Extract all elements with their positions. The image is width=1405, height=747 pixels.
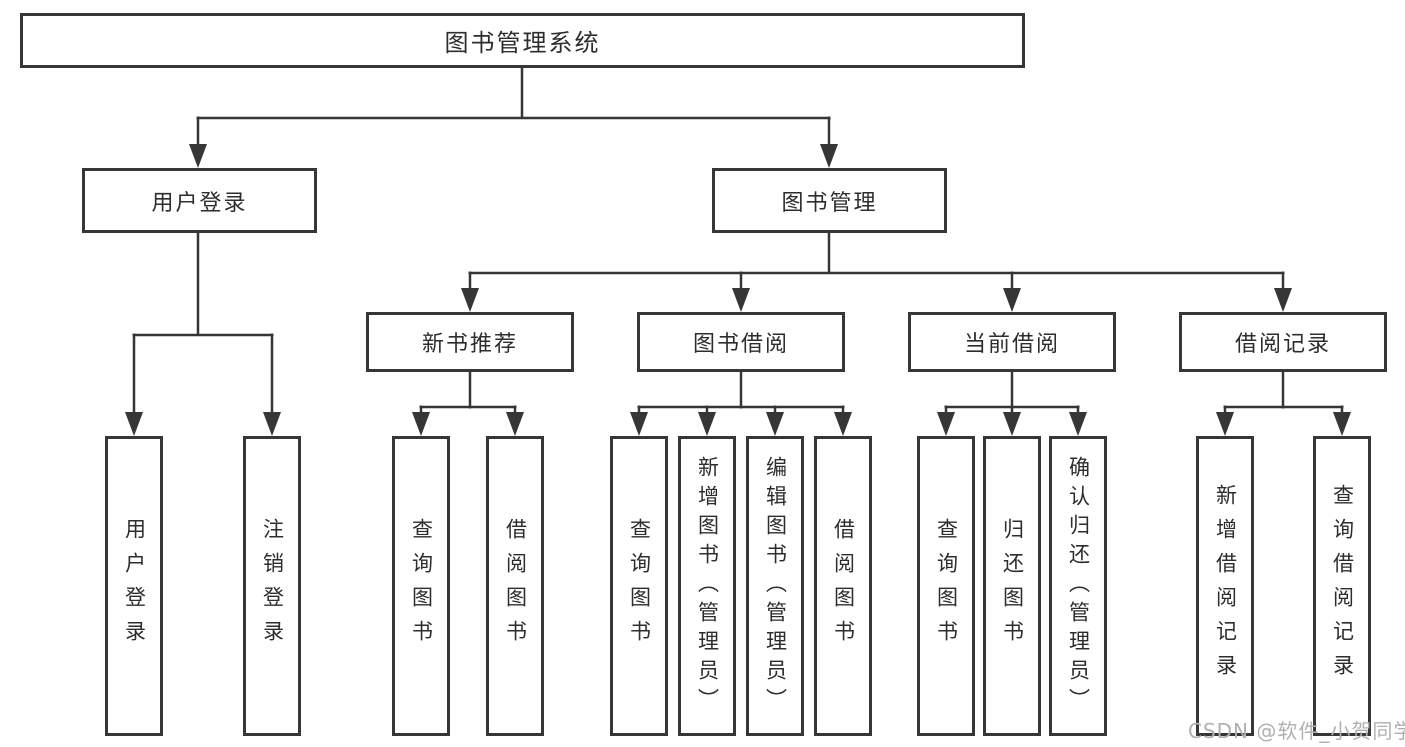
- node-label: 借阅图书: [503, 518, 528, 654]
- node-label: 归还图书: [1000, 518, 1025, 654]
- node-borrow-records: 借阅记录: [1179, 312, 1387, 372]
- connector-current-borrow-branch: [937, 372, 1087, 436]
- node-label: 用户登录: [122, 518, 147, 654]
- csdn-watermark: CSDN @软件_小贺同学: [1188, 719, 1405, 743]
- node-label: 当前借阅: [963, 332, 1060, 357]
- node-current-borrow: 当前借阅: [908, 312, 1116, 372]
- node-book-borrow: 图书借阅: [637, 312, 845, 372]
- node-label: 新增借阅记录: [1213, 484, 1238, 688]
- node-label: 图书管理系统: [444, 29, 601, 57]
- leaf-borrow-query-books: 查询图书: [610, 436, 668, 736]
- node-label: 查询图书: [934, 518, 959, 654]
- leaf-borrow-borrow-books: 借阅图书: [814, 436, 872, 736]
- node-label: 查询图书: [627, 518, 652, 654]
- connector-book-management-branch: [461, 233, 1292, 312]
- node-label: 查询借阅记录: [1330, 484, 1355, 688]
- leaf-current-return-books: 归还图书: [983, 436, 1041, 736]
- leaf-records-add-record: 新增借阅记录: [1196, 436, 1254, 736]
- leaf-user-login: 用户登录: [105, 436, 163, 736]
- connector-book-borrow-branch: [630, 372, 852, 436]
- node-label: 注销登录: [260, 518, 285, 654]
- node-label: 确认归还（管理员）: [1066, 455, 1091, 717]
- node-user-login: 用户登录: [82, 168, 317, 233]
- leaf-current-query-books: 查询图书: [917, 436, 975, 736]
- node-library-system: 图书管理系统: [20, 13, 1025, 68]
- leaf-current-confirm-return-admin: 确认归还（管理员）: [1049, 436, 1107, 736]
- leaf-borrow-edit-book-admin: 编辑图书（管理员）: [746, 436, 804, 736]
- node-label: 借阅记录: [1234, 332, 1331, 357]
- node-label: 新书推荐: [421, 332, 518, 357]
- leaf-records-query-record: 查询借阅记录: [1313, 436, 1371, 736]
- node-label: 查询图书: [409, 518, 434, 654]
- connector-user-login-branch: [125, 233, 281, 436]
- node-label: 图书借阅: [692, 332, 789, 357]
- leaf-newbook-borrow-books: 借阅图书: [486, 436, 544, 736]
- node-label: 编辑图书（管理员）: [763, 455, 788, 717]
- connector-root-to-level2: [189, 68, 838, 168]
- leaf-borrow-add-book-admin: 新增图书（管理员）: [678, 436, 736, 736]
- connector-borrow-records-branch: [1216, 372, 1351, 436]
- node-label: 新增图书（管理员）: [695, 455, 720, 717]
- leaf-logout: 注销登录: [243, 436, 301, 736]
- node-label: 借阅图书: [831, 518, 856, 654]
- node-label: 用户登录: [151, 190, 248, 216]
- connector-new-book-branch: [412, 372, 524, 436]
- node-book-management: 图书管理: [712, 168, 947, 233]
- node-label: 图书管理: [781, 190, 878, 216]
- node-new-book-recommend: 新书推荐: [366, 312, 574, 372]
- leaf-newbook-query-books: 查询图书: [392, 436, 450, 736]
